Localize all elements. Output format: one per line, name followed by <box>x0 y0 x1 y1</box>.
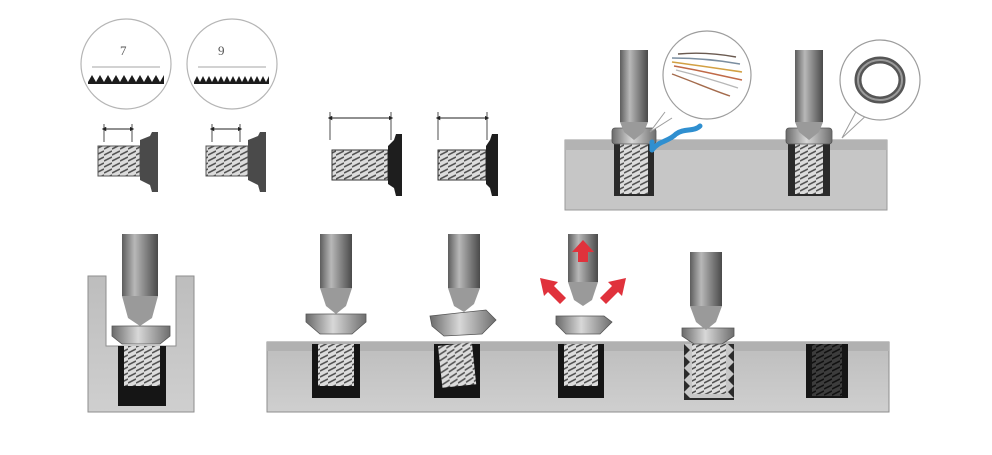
screw-stage-cam-out <box>540 234 626 398</box>
washer-ring-icon <box>839 39 921 139</box>
threaded-hole-with-washer <box>785 50 833 196</box>
threaded-hole-empty <box>806 344 848 398</box>
pitch-label-7: 7 <box>120 43 127 58</box>
arrow-right-up-icon <box>600 278 626 304</box>
screw-stage-seated <box>305 234 367 398</box>
wire-strands-icon <box>649 30 752 133</box>
screw-short-gray-7 <box>97 124 158 192</box>
panel-top-right <box>564 50 888 211</box>
pitch-gauge-7: 7 <box>80 18 172 110</box>
arrow-up-icon <box>572 240 594 262</box>
screw-stage-stripped <box>681 252 735 400</box>
arrow-left-up-icon <box>540 278 566 304</box>
screw-short-gray-9 <box>205 124 266 192</box>
screw-long-dark-b <box>435 112 498 196</box>
panel-bottom-main <box>266 234 890 413</box>
pitch-label-9: 9 <box>218 43 225 58</box>
screw-stage-tilted <box>429 234 497 398</box>
u-channel-fixture <box>87 234 195 413</box>
threaded-hole-with-wire <box>611 50 703 196</box>
screw-long-dark-a <box>327 112 402 196</box>
pitch-gauge-9: 9 <box>186 18 278 110</box>
